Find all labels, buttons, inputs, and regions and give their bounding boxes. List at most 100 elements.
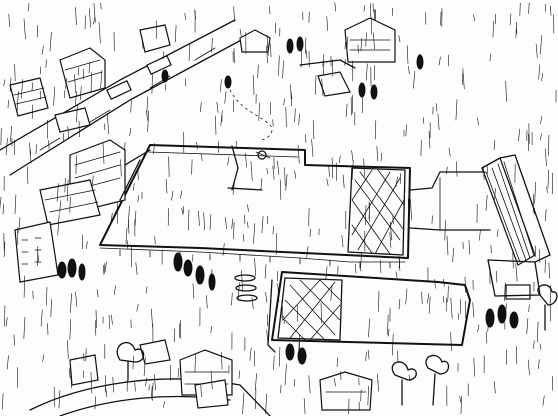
rain-stroke	[363, 5, 366, 12]
rain-stroke	[258, 102, 260, 122]
rain-stroke	[180, 190, 183, 199]
rain-stroke	[88, 61, 91, 74]
rain-stroke	[341, 234, 344, 248]
rain-stroke	[518, 128, 520, 142]
rain-stroke	[380, 259, 382, 274]
rain-stroke	[387, 314, 389, 335]
rain-stroke	[266, 329, 269, 346]
rain-stroke	[192, 283, 195, 299]
rain-stroke	[322, 54, 324, 67]
boats	[234, 274, 258, 302]
rain-stroke	[366, 63, 368, 81]
rain-stroke	[528, 2, 530, 14]
rain-stroke	[540, 116, 542, 124]
rain-stroke	[107, 113, 109, 135]
rain-stroke	[42, 354, 45, 362]
rain-stroke	[200, 153, 203, 161]
rain-stroke	[346, 36, 349, 50]
rain-stroke	[74, 74, 77, 94]
rain-stroke	[290, 84, 292, 107]
rain-stroke	[368, 203, 370, 220]
rain-stroke	[444, 220, 446, 241]
rain-stroke	[2, 393, 4, 410]
rain-stroke	[198, 210, 200, 226]
hatched-block-east	[347, 167, 406, 256]
rain-stroke	[431, 215, 433, 224]
hatched-block-south	[277, 277, 343, 341]
rain-stroke	[75, 91, 77, 105]
rain-stroke	[537, 321, 539, 343]
rain-stroke	[312, 120, 315, 140]
annex-box	[505, 284, 531, 300]
rain-stroke	[472, 302, 475, 318]
rain-stroke	[7, 100, 9, 109]
rain-stroke	[515, 263, 518, 282]
rain-stroke	[354, 263, 357, 274]
rain-stroke	[297, 144, 300, 164]
rain-stroke	[57, 214, 60, 236]
rain-stroke	[13, 334, 15, 346]
rain-stroke	[10, 125, 12, 142]
rain-stroke	[105, 387, 108, 398]
rain-stroke	[427, 293, 430, 304]
rain-stroke	[460, 395, 463, 415]
rain-stroke	[326, 16, 328, 31]
rain-stroke	[135, 262, 138, 275]
rain-stroke	[434, 279, 436, 289]
rain-stroke	[211, 38, 213, 53]
rain-stroke	[391, 7, 393, 16]
rain-stroke	[132, 355, 134, 370]
rain-stroke	[542, 395, 545, 406]
rain-stroke	[196, 141, 199, 150]
rain-stroke	[328, 166, 330, 177]
rain-stroke	[49, 31, 52, 52]
rain-stroke	[113, 285, 116, 295]
rain-stroke	[547, 169, 550, 189]
rain-stroke	[233, 6, 235, 22]
rain-stroke	[305, 37, 307, 54]
rain-stroke	[464, 276, 466, 293]
rain-stroke	[14, 63, 16, 82]
lower-square	[267, 271, 471, 353]
rain-stroke	[191, 159, 193, 175]
rain-stroke	[65, 77, 68, 90]
rain-stroke	[250, 161, 253, 181]
rain-stroke	[200, 102, 202, 113]
rain-stroke	[549, 300, 551, 322]
building-cluster-west	[14, 139, 151, 283]
rain-stroke	[279, 179, 282, 200]
rain-stroke	[21, 79, 23, 99]
rain-stroke	[272, 226, 274, 235]
rain-stroke	[184, 12, 186, 21]
rain-stroke	[58, 390, 61, 409]
rain-stroke	[294, 108, 296, 123]
rain-stroke	[428, 296, 431, 314]
dotted-path	[229, 89, 273, 141]
rain-stroke	[151, 74, 153, 94]
rain-stroke	[145, 377, 147, 387]
rain-stroke	[540, 35, 542, 55]
rain-stroke	[162, 51, 165, 60]
rain-stroke	[279, 346, 281, 367]
rain-stroke	[85, 241, 88, 250]
rain-stroke	[112, 376, 114, 393]
rain-stroke	[437, 113, 440, 131]
rain-stroke	[367, 349, 370, 360]
rain-stroke	[360, 37, 363, 52]
rain-stroke	[75, 7, 77, 26]
rain-stroke	[76, 105, 78, 123]
rain-stroke	[177, 368, 180, 378]
rain-stroke	[69, 319, 71, 340]
rain-stroke	[440, 11, 442, 26]
rain-stroke	[375, 120, 377, 140]
rain-stroke	[102, 142, 105, 164]
rain-stroke	[368, 318, 370, 338]
rain-stroke	[535, 43, 538, 58]
rain-stroke	[351, 150, 354, 162]
rain-stroke	[264, 264, 267, 279]
rain-stroke	[304, 134, 307, 143]
rain-stroke	[75, 155, 77, 175]
rain-stroke	[134, 210, 137, 226]
